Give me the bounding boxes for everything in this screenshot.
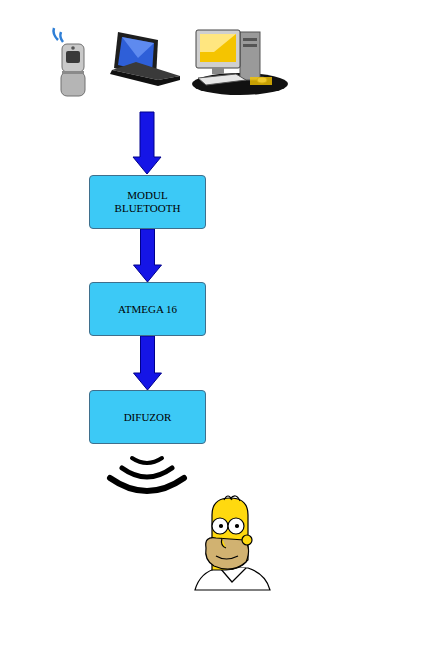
- monitor-frame: [196, 30, 240, 68]
- pupil: [220, 525, 223, 528]
- box-label: ATMEGA 16: [118, 303, 177, 316]
- sound-wave: [110, 478, 184, 491]
- desktop-icon: [192, 30, 288, 95]
- hair: [224, 496, 240, 501]
- phone-screen: [66, 51, 80, 63]
- pupil: [236, 525, 239, 528]
- process-box: MODUL BLUETOOTH: [89, 175, 206, 229]
- pc-tower: [240, 32, 260, 80]
- phone-icon: [54, 28, 86, 96]
- laptop-base: [110, 70, 180, 86]
- eye: [228, 518, 244, 534]
- drive-bay: [243, 38, 257, 41]
- nose: [222, 538, 227, 548]
- box-label: DIFUZOR: [124, 411, 172, 424]
- phone-bottom: [61, 72, 85, 96]
- desk-shadow: [192, 73, 288, 95]
- mouse-pad: [250, 77, 272, 85]
- box-label: MODUL BLUETOOTH: [107, 189, 189, 215]
- drive-bay: [243, 44, 257, 47]
- eye: [212, 518, 228, 534]
- mouth: [216, 556, 238, 559]
- monitor-stand: [212, 68, 224, 74]
- ear: [242, 535, 252, 545]
- shirt: [195, 568, 270, 590]
- signal-wave: [60, 32, 63, 42]
- block-arrow: [134, 336, 162, 390]
- screen-glare: [122, 37, 154, 58]
- input-arrow: [133, 112, 161, 174]
- sound-wave: [122, 468, 172, 477]
- sound-wave: [132, 458, 162, 463]
- screen-glare: [200, 34, 236, 52]
- process-box: DIFUZOR: [89, 390, 206, 444]
- phone-hinge: [62, 71, 84, 74]
- block-arrow: [134, 229, 162, 282]
- phone-camera: [71, 46, 75, 50]
- laptop-keyboard: [112, 62, 180, 80]
- keyboard: [198, 74, 246, 85]
- sound-waves: [110, 458, 184, 491]
- laptop-icon: [110, 32, 180, 86]
- monitor-screen: [200, 34, 236, 62]
- listener-figure: [195, 496, 270, 590]
- phone-top: [62, 44, 84, 72]
- process-box: ATMEGA 16: [89, 282, 206, 336]
- signal-wave: [54, 28, 59, 40]
